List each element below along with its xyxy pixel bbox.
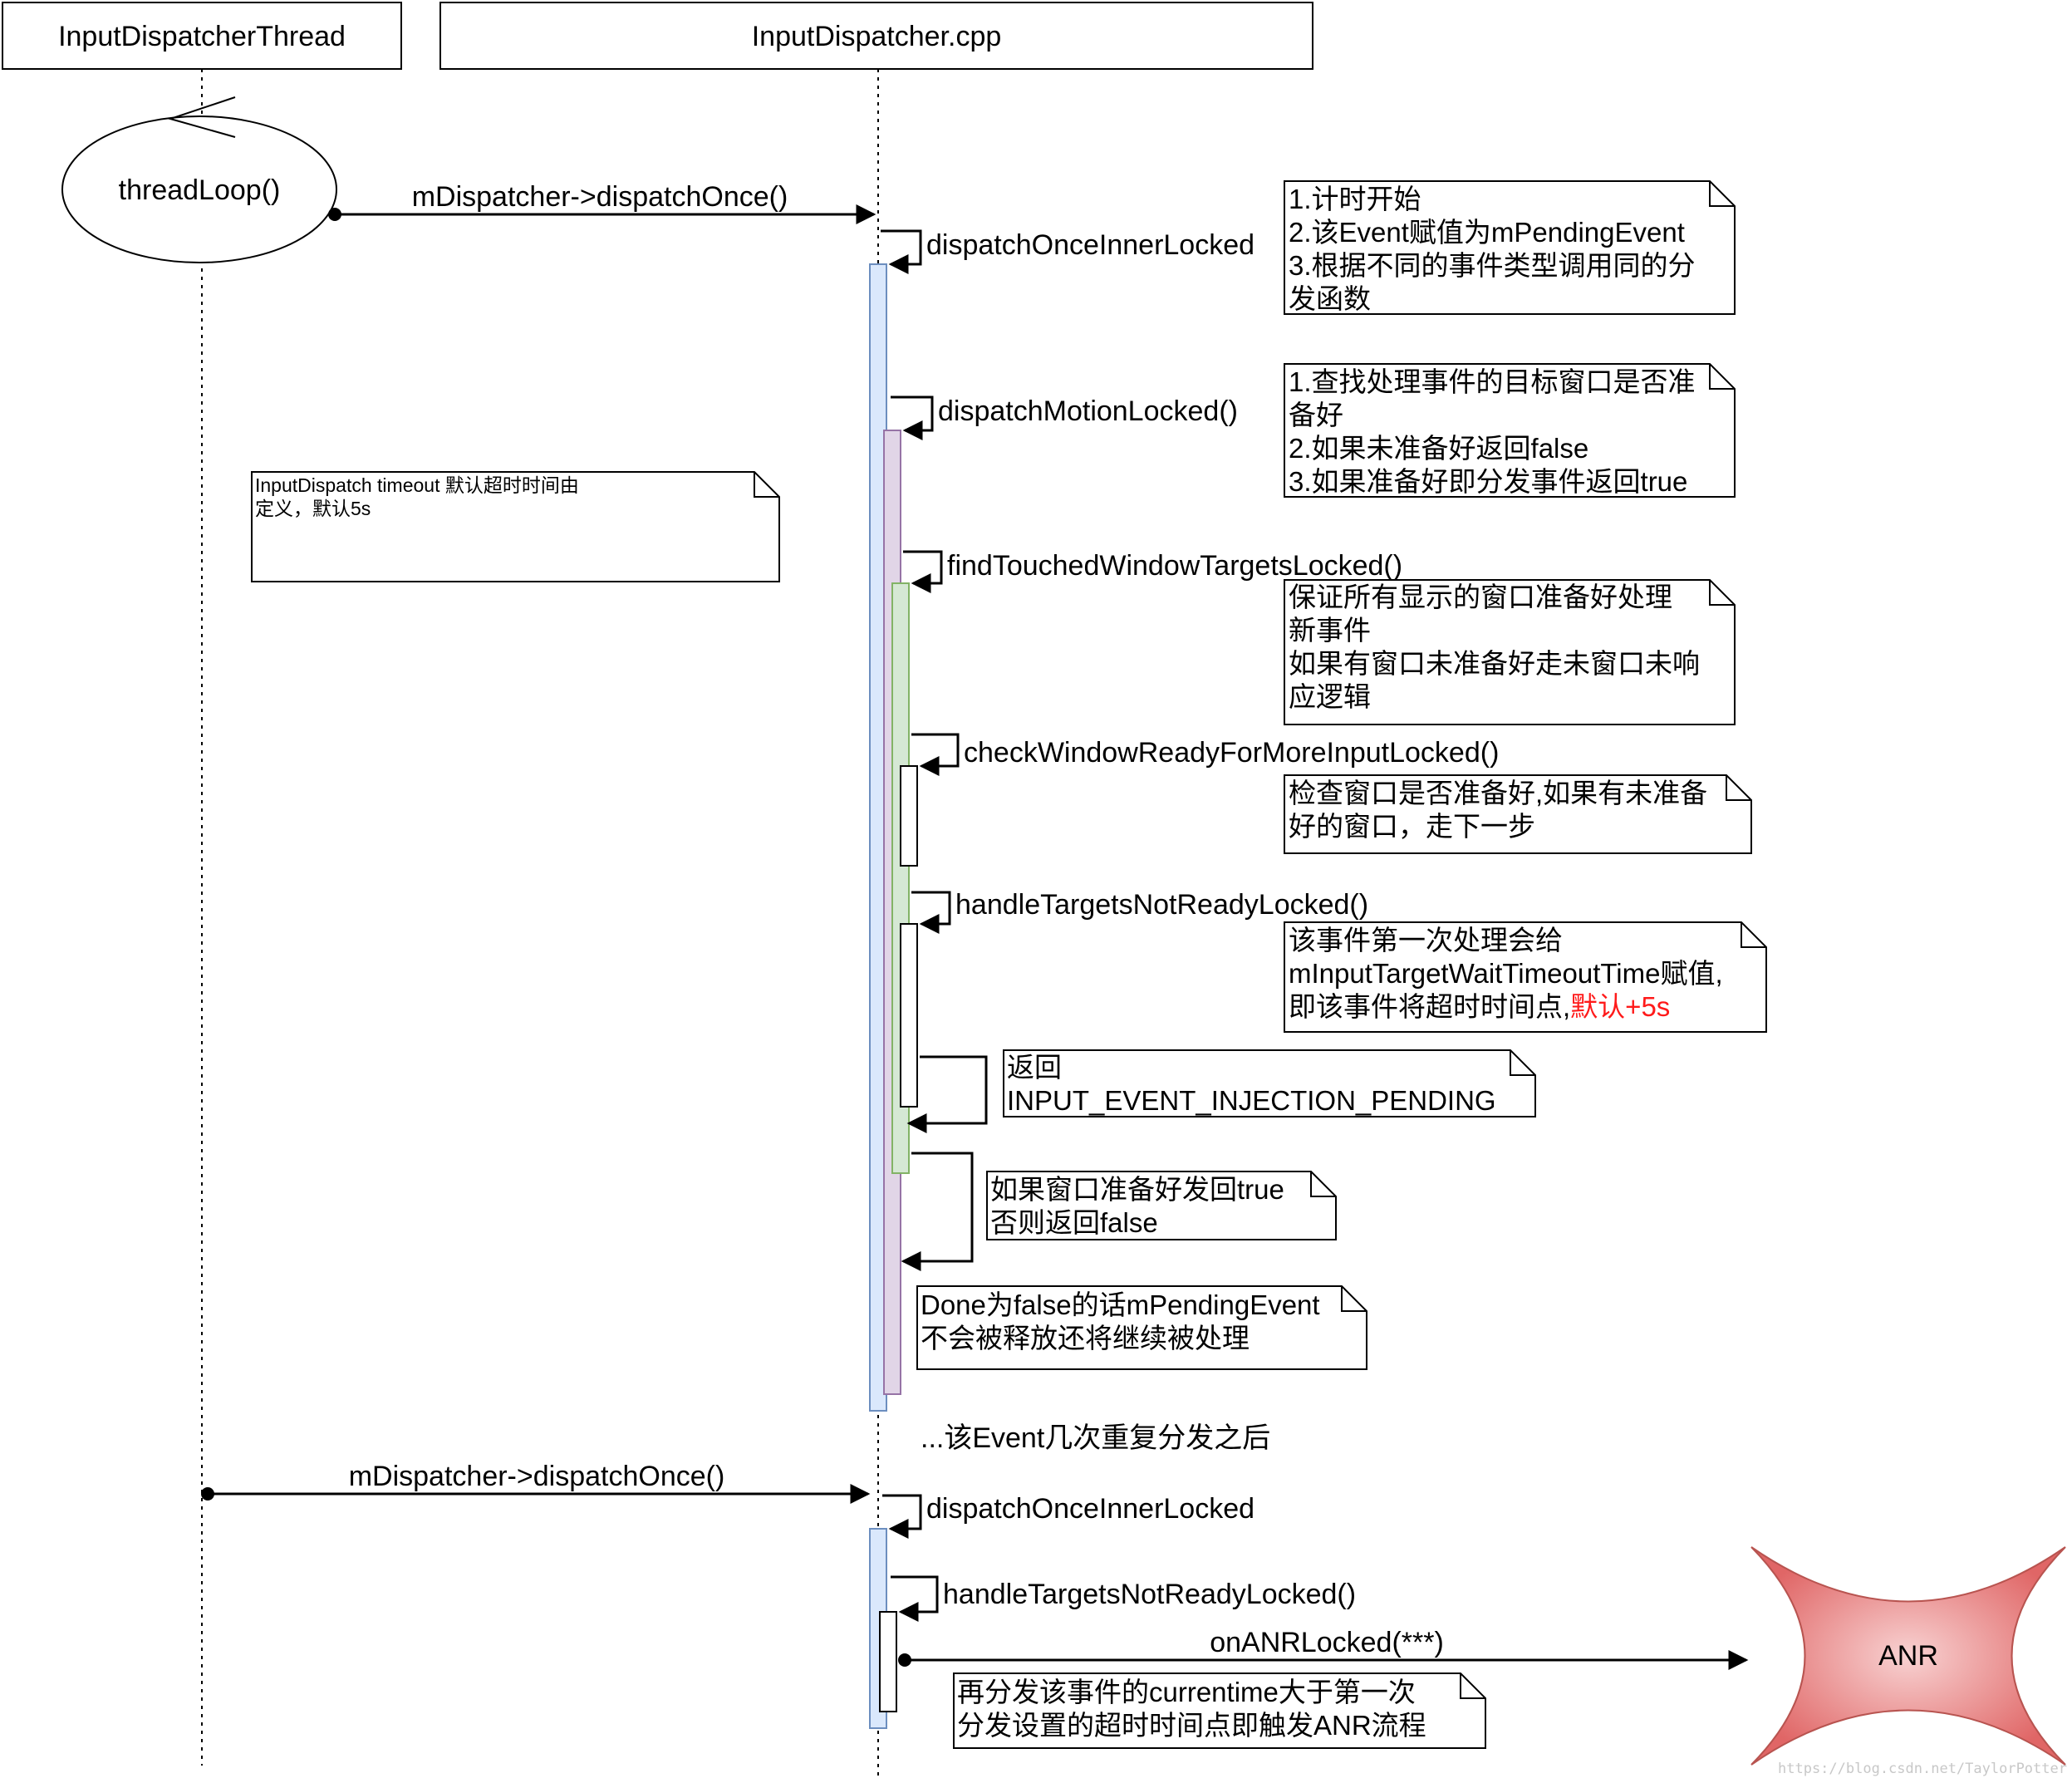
note-return-bool-line2: 否则返回false xyxy=(990,1207,1158,1238)
note-handle-not-ready: 该事件第一次处理会给 mInputTargetWaitTimeoutTime赋值… xyxy=(1284,921,1767,1033)
note-dispatch-motion-line1: 1.查找处理事件的目标窗口是否准 xyxy=(1289,366,1696,397)
note-check-ready-line2: 好的窗口，走下一步 xyxy=(1289,811,1535,842)
note-dispatch-inner: 1.计时开始 2.该Event赋值为mPendingEvent 3.根据不同的事… xyxy=(1284,180,1736,315)
message-dispatch-once-2: mDispatcher->dispatchOnce() xyxy=(201,1461,871,1504)
self-call-handle-not-ready: handleTargetsNotReadyLocked() xyxy=(911,889,1368,934)
activation-handle-not-ready-2 xyxy=(879,1611,897,1712)
note-handle-not-ready-line2: mInputTargetWaitTimeoutTime赋值, xyxy=(1289,958,1723,989)
thread-loop-label: threadLoop() xyxy=(119,174,281,206)
note-dispatch-inner-line1: 1.计时开始 xyxy=(1289,184,1421,214)
message-dispatch-once-1-label: mDispatcher->dispatchOnce() xyxy=(412,181,788,213)
note-return-bool: 如果窗口准备好发回true 否则返回false xyxy=(986,1171,1337,1240)
self-call-handle-not-ready-2: handleTargetsNotReadyLocked() xyxy=(891,1575,1356,1622)
note-dispatch-inner-line2: 2.该Event赋值为mPendingEvent xyxy=(1289,217,1685,248)
anr-label: ANR xyxy=(1878,1640,1938,1672)
note-dispatch-motion-line2: 备好 xyxy=(1289,400,1343,430)
note-pending-event-line1: Done为false的话mPendingEvent xyxy=(921,1289,1320,1320)
self-call-find-touched-label: findTouchedWindowTargetsLocked() xyxy=(947,550,1402,582)
note-anr-trigger-line1: 再分发该事件的currentime大于第一次 xyxy=(957,1677,1416,1707)
note-handle-not-ready-line3: 即该事件将超时时间点,默认+5s xyxy=(1289,991,1670,1022)
return-pending-arrow xyxy=(906,1055,988,1133)
note-timeout: InputDispatch timeout 默认超时时间由 定义，默认5s xyxy=(251,471,780,582)
note-return-pending: 返回 INPUT_EVENT_INJECTION_PENDING xyxy=(1003,1049,1536,1117)
note-timeout-line1: InputDispatch timeout 默认超时时间由 xyxy=(255,474,579,496)
note-anr-trigger: 再分发该事件的currentime大于第一次 分发设置的超时时间点即触发ANR流… xyxy=(953,1672,1486,1749)
message-dispatch-once-2-label: mDispatcher->dispatchOnce() xyxy=(349,1461,725,1492)
note-return-bool-line1: 如果窗口准备好发回true xyxy=(990,1174,1284,1205)
self-call-check-ready-label: checkWindowReadyForMoreInputLocked() xyxy=(964,737,1499,769)
note-dispatch-motion-line4: 3.如果准备好即分发事件返回true xyxy=(1289,466,1687,497)
note-pending-event: Done为false的话mPendingEvent 不会被释放还将继续被处理 xyxy=(916,1285,1367,1370)
activation-handle-not-ready xyxy=(900,923,918,1108)
message-dispatch-once-1: mDispatcher->dispatchOnce() xyxy=(328,181,876,224)
loop-arrow-icon xyxy=(167,96,236,138)
note-check-ready: 检查窗口是否准备好,如果有未准备 好的窗口，走下一步 xyxy=(1284,774,1752,854)
self-call-inner-2: dispatchOnceInnerLocked xyxy=(882,1493,1254,1539)
self-call-inner-1-label: dispatchOnceInnerLocked xyxy=(926,229,1254,261)
note-dispatch-motion-line3: 2.如果未准备好返回false xyxy=(1289,433,1588,464)
self-call-inner-2-label: dispatchOnceInnerLocked xyxy=(926,1493,1254,1525)
anr-node: ANR xyxy=(1750,1546,2066,1766)
separator-text: ...该Event几次重复分发之后 xyxy=(921,1422,1270,1454)
self-call-find-touched: findTouchedWindowTargetsLocked() xyxy=(903,550,1402,593)
note-handle-not-ready-line1: 该事件第一次处理会给 xyxy=(1289,925,1563,955)
note-find-touched-line4: 应逻辑 xyxy=(1289,681,1371,712)
note-return-pending-line2: INPUT_EVENT_INJECTION_PENDING xyxy=(1007,1085,1496,1116)
note-handle-not-ready-line3-prefix: 即该事件将超时时间点, xyxy=(1289,991,1570,1022)
participant-cpp-label: InputDispatcher.cpp xyxy=(752,21,1002,52)
thread-loop-node: threadLoop() xyxy=(61,96,337,263)
participant-cpp: InputDispatcher.cpp xyxy=(439,2,1313,70)
self-call-check-ready: checkWindowReadyForMoreInputLocked() xyxy=(911,733,1499,776)
watermark: https://blog.csdn.net/TaylorPotter xyxy=(1778,1761,2067,1777)
self-call-handle-not-ready-label: handleTargetsNotReadyLocked() xyxy=(955,889,1368,921)
note-dispatch-motion: 1.查找处理事件的目标窗口是否准 备好 2.如果未准备好返回false 3.如果… xyxy=(1284,363,1736,498)
note-dispatch-inner-line4: 发函数 xyxy=(1289,283,1371,314)
activation-check-ready xyxy=(900,765,918,867)
participant-thread-label: InputDispatcherThread xyxy=(58,21,346,52)
self-call-handle-not-ready-2-label: handleTargetsNotReadyLocked() xyxy=(943,1579,1356,1610)
participant-thread: InputDispatcherThread xyxy=(2,2,402,70)
self-call-motion: dispatchMotionLocked() xyxy=(891,395,1238,440)
note-anr-trigger-line2: 分发设置的超时时间点即触发ANR流程 xyxy=(957,1710,1426,1741)
message-on-anr-label: onANRLocked(***) xyxy=(1210,1627,1444,1658)
self-call-motion-label: dispatchMotionLocked() xyxy=(938,395,1238,427)
note-find-touched-line3: 如果有窗口未准备好走未窗口未响 xyxy=(1289,648,1700,679)
note-dispatch-inner-line3: 3.根据不同的事件类型调用同的分 xyxy=(1289,250,1696,281)
note-check-ready-line1: 检查窗口是否准备好,如果有未准备 xyxy=(1289,778,1707,808)
return-bool-arrow xyxy=(901,1152,974,1271)
note-pending-event-line2: 不会被释放还将继续被处理 xyxy=(921,1323,1250,1353)
anr-star-icon xyxy=(1750,1546,2066,1766)
self-call-inner-1: dispatchOnceInnerLocked xyxy=(881,229,1254,274)
note-find-touched: 保证所有显示的窗口准备好处理 新事件 如果有窗口未准备好走未窗口未响 应逻辑 xyxy=(1284,579,1736,725)
note-timeout-line2: 定义，默认5s xyxy=(255,498,371,519)
message-on-anr: onANRLocked(***) xyxy=(898,1627,1749,1670)
note-handle-not-ready-highlight: 默认+5s xyxy=(1570,991,1670,1022)
note-find-touched-line2: 新事件 xyxy=(1289,615,1371,646)
note-return-pending-line1: 返回 xyxy=(1007,1052,1062,1083)
note-find-touched-line1: 保证所有显示的窗口准备好处理 xyxy=(1289,582,1672,612)
